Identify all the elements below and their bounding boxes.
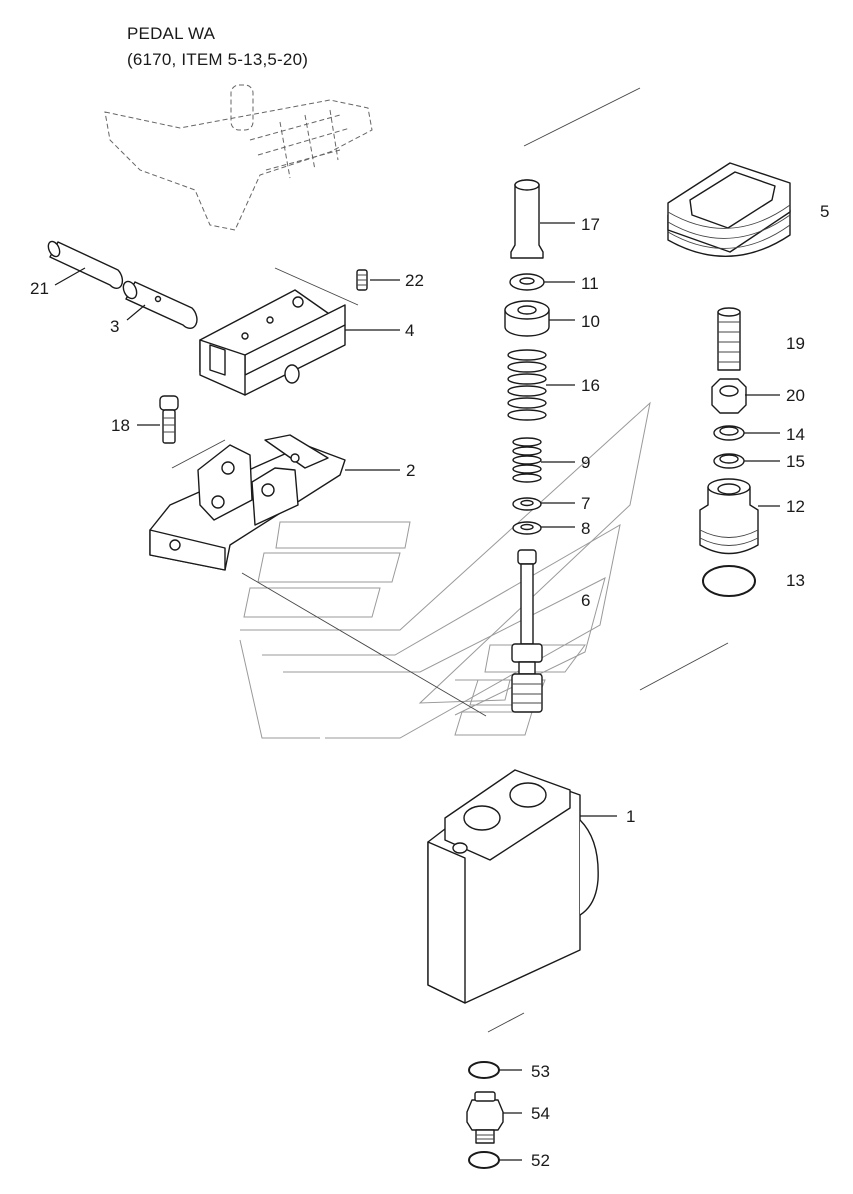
callout-22: 22 bbox=[405, 271, 424, 290]
callout-9: 9 bbox=[581, 453, 590, 472]
leader-lines bbox=[54, 222, 780, 1161]
bolt-18 bbox=[159, 395, 179, 444]
callout-16: 16 bbox=[581, 376, 600, 395]
ring-14 bbox=[713, 425, 745, 441]
valve-body-1 bbox=[427, 769, 599, 1004]
fitting-54 bbox=[466, 1091, 504, 1144]
callout-17: 17 bbox=[581, 215, 600, 234]
o-ring-53 bbox=[468, 1061, 500, 1079]
spring-16 bbox=[507, 349, 547, 421]
washer-8 bbox=[512, 521, 542, 535]
seal-11 bbox=[509, 273, 545, 291]
pedal-ghost-outline bbox=[104, 84, 373, 231]
pin-21 bbox=[47, 240, 124, 289]
callout-18: 18 bbox=[111, 416, 130, 435]
ring-15 bbox=[713, 453, 745, 469]
bushing-3 bbox=[122, 280, 198, 329]
callout-52: 52 bbox=[531, 1151, 550, 1170]
callout-8: 8 bbox=[581, 519, 590, 538]
spool-6 bbox=[511, 549, 543, 713]
callout-2: 2 bbox=[406, 461, 415, 480]
set-screw-22 bbox=[356, 269, 368, 291]
plunger-17 bbox=[510, 179, 544, 259]
callout-20: 20 bbox=[786, 386, 805, 405]
callout-3: 3 bbox=[110, 317, 119, 336]
pedal-bracket-4 bbox=[199, 289, 346, 396]
callout-1: 1 bbox=[626, 807, 635, 826]
cap-12 bbox=[699, 478, 759, 555]
base-bracket-2 bbox=[149, 434, 346, 571]
guide-10 bbox=[504, 300, 550, 337]
nut-20 bbox=[711, 378, 747, 414]
callout-6: 6 bbox=[581, 591, 590, 610]
callout-15: 15 bbox=[786, 452, 805, 471]
callout-19: 19 bbox=[786, 334, 805, 353]
o-ring-13 bbox=[702, 565, 756, 597]
diagram-subtitle: (6170, ITEM 5-13,5-20) bbox=[127, 50, 309, 69]
callout-13: 13 bbox=[786, 571, 805, 590]
washer-7 bbox=[512, 497, 542, 511]
watermark-logo bbox=[239, 401, 651, 739]
callout-10: 10 bbox=[581, 312, 600, 331]
callout-53: 53 bbox=[531, 1062, 550, 1081]
callout-labels: 1 2 3 4 5 6 7 8 9 10 11 12 13 14 15 16 1… bbox=[30, 202, 829, 1170]
callout-5: 5 bbox=[820, 202, 829, 221]
callout-12: 12 bbox=[786, 497, 805, 516]
callout-4: 4 bbox=[405, 321, 414, 340]
callout-7: 7 bbox=[581, 494, 590, 513]
stud-19 bbox=[717, 307, 741, 371]
rubber-boot-5 bbox=[667, 162, 791, 257]
diagram-title: PEDAL WA bbox=[127, 24, 216, 43]
callout-14: 14 bbox=[786, 425, 805, 444]
spring-9 bbox=[512, 437, 542, 483]
callout-11: 11 bbox=[581, 274, 599, 293]
callout-54: 54 bbox=[531, 1104, 550, 1123]
callout-21: 21 bbox=[30, 279, 49, 298]
o-ring-52 bbox=[468, 1151, 500, 1169]
